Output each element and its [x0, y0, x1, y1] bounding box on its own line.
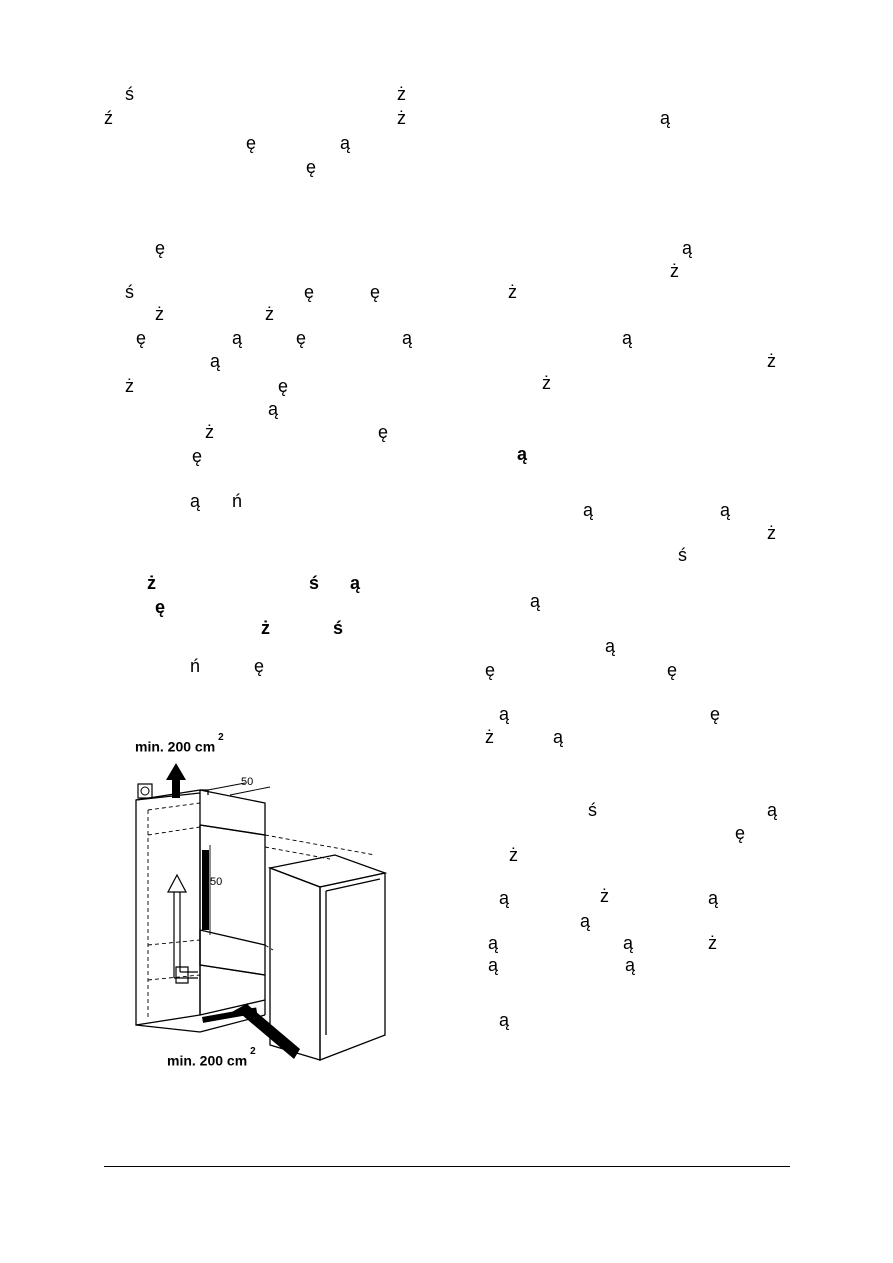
- text-fragment: ż: [125, 376, 134, 396]
- air-in-arrow: [230, 1003, 300, 1059]
- text-fragment: ę: [136, 328, 147, 348]
- text-fragment: ą: [553, 727, 564, 747]
- top-vent-label: min. 200 cm2: [135, 732, 224, 755]
- text-fragment-bold: ś: [309, 573, 320, 593]
- text-fragment: ą: [580, 911, 591, 931]
- text-fragment: ę: [304, 282, 315, 302]
- text-fragment: ą: [625, 955, 636, 975]
- rear-vent-channel: [202, 850, 209, 930]
- text-fragment: ż: [542, 373, 551, 393]
- airflow-arrows: [167, 873, 198, 984]
- text-fragment: ś: [125, 282, 134, 302]
- text-fragment: ż: [767, 351, 776, 371]
- text-fragment: ż: [205, 422, 214, 442]
- text-fragment: ń: [232, 491, 243, 511]
- text-fragment: ą: [499, 704, 510, 724]
- text-fragment: ź: [104, 108, 113, 128]
- text-fragment: ś: [588, 800, 597, 820]
- text-fragment: ą: [605, 636, 616, 656]
- text-fragment: ę: [710, 704, 721, 724]
- text-fragment: ę: [370, 282, 381, 302]
- text-fragment: ą: [660, 108, 671, 128]
- text-fragment-bold: ż: [261, 618, 270, 638]
- text-fragment: ą: [340, 133, 351, 153]
- text-fragment: ą: [402, 328, 413, 348]
- text-fragment: ą: [530, 591, 541, 611]
- text-fragment: ą: [583, 500, 594, 520]
- text-fragment: ż: [708, 933, 717, 953]
- text-fragment: ż: [155, 304, 164, 324]
- text-fragment: ż: [508, 282, 517, 302]
- text-fragment: ą: [488, 955, 499, 975]
- text-fragment: ę: [735, 823, 746, 843]
- text-fragment: ą: [623, 933, 634, 953]
- text-fragment: ę: [306, 157, 317, 177]
- power-socket-icon: [137, 783, 153, 799]
- text-fragment: ż: [485, 727, 494, 747]
- text-fragment: ń: [190, 656, 201, 676]
- ventilation-diagram: min. 200 cm2 min. 200 cm2: [130, 732, 400, 1075]
- text-fragment: ę: [296, 328, 307, 348]
- text-fragment: ż: [670, 261, 679, 281]
- text-fragment: ę: [667, 660, 678, 680]
- text-fragment: ę: [192, 446, 203, 466]
- text-fragment: ą: [708, 888, 719, 908]
- text-fragment: ą: [190, 491, 201, 511]
- dim-side-label: 50: [210, 876, 222, 888]
- text-fragment: ą: [499, 1010, 510, 1030]
- text-fragment: ż: [767, 523, 776, 543]
- air-out-arrow: [166, 763, 186, 798]
- text-fragment: ą: [622, 328, 633, 348]
- text-fragment: ę: [378, 422, 389, 442]
- text-fragment: ą: [232, 328, 243, 348]
- text-fragment: ą: [767, 800, 778, 820]
- text-fragment: ą: [210, 351, 221, 371]
- text-fragment: ż: [600, 886, 609, 906]
- text-fragment: ę: [278, 376, 289, 396]
- text-fragment-bold: ż: [147, 573, 156, 593]
- text-fragment: ż: [509, 845, 518, 865]
- text-fragment-bold: ą: [350, 573, 361, 593]
- text-fragment: ę: [254, 656, 265, 676]
- text-fragment: ż: [265, 304, 274, 324]
- text-fragment: ż: [397, 84, 406, 104]
- text-fragment: ę: [246, 133, 257, 153]
- text-fragment-bold: ą: [517, 444, 528, 464]
- text-fragment-bold: ś: [333, 618, 344, 638]
- cabinet-drawing: 50 50: [135, 763, 388, 1061]
- text-fragment: ą: [499, 888, 510, 908]
- text-fragment: ą: [488, 933, 499, 953]
- footer-rule: [104, 1166, 790, 1167]
- appliance-door: [267, 854, 388, 1061]
- dim-top-label: 50: [241, 776, 253, 788]
- text-fragment: ę: [485, 660, 496, 680]
- text-fragment: ś: [678, 545, 687, 565]
- text-fragment: ą: [682, 238, 693, 258]
- text-fragment: ą: [268, 399, 279, 419]
- text-fragment: ś: [125, 84, 134, 104]
- text-fragment: ż: [397, 108, 406, 128]
- bottom-vent-label: min. 200 cm2: [167, 1046, 256, 1069]
- text-fragment: ę: [155, 238, 166, 258]
- text-fragment: ą: [720, 500, 731, 520]
- text-fragment-bold: ę: [155, 597, 166, 617]
